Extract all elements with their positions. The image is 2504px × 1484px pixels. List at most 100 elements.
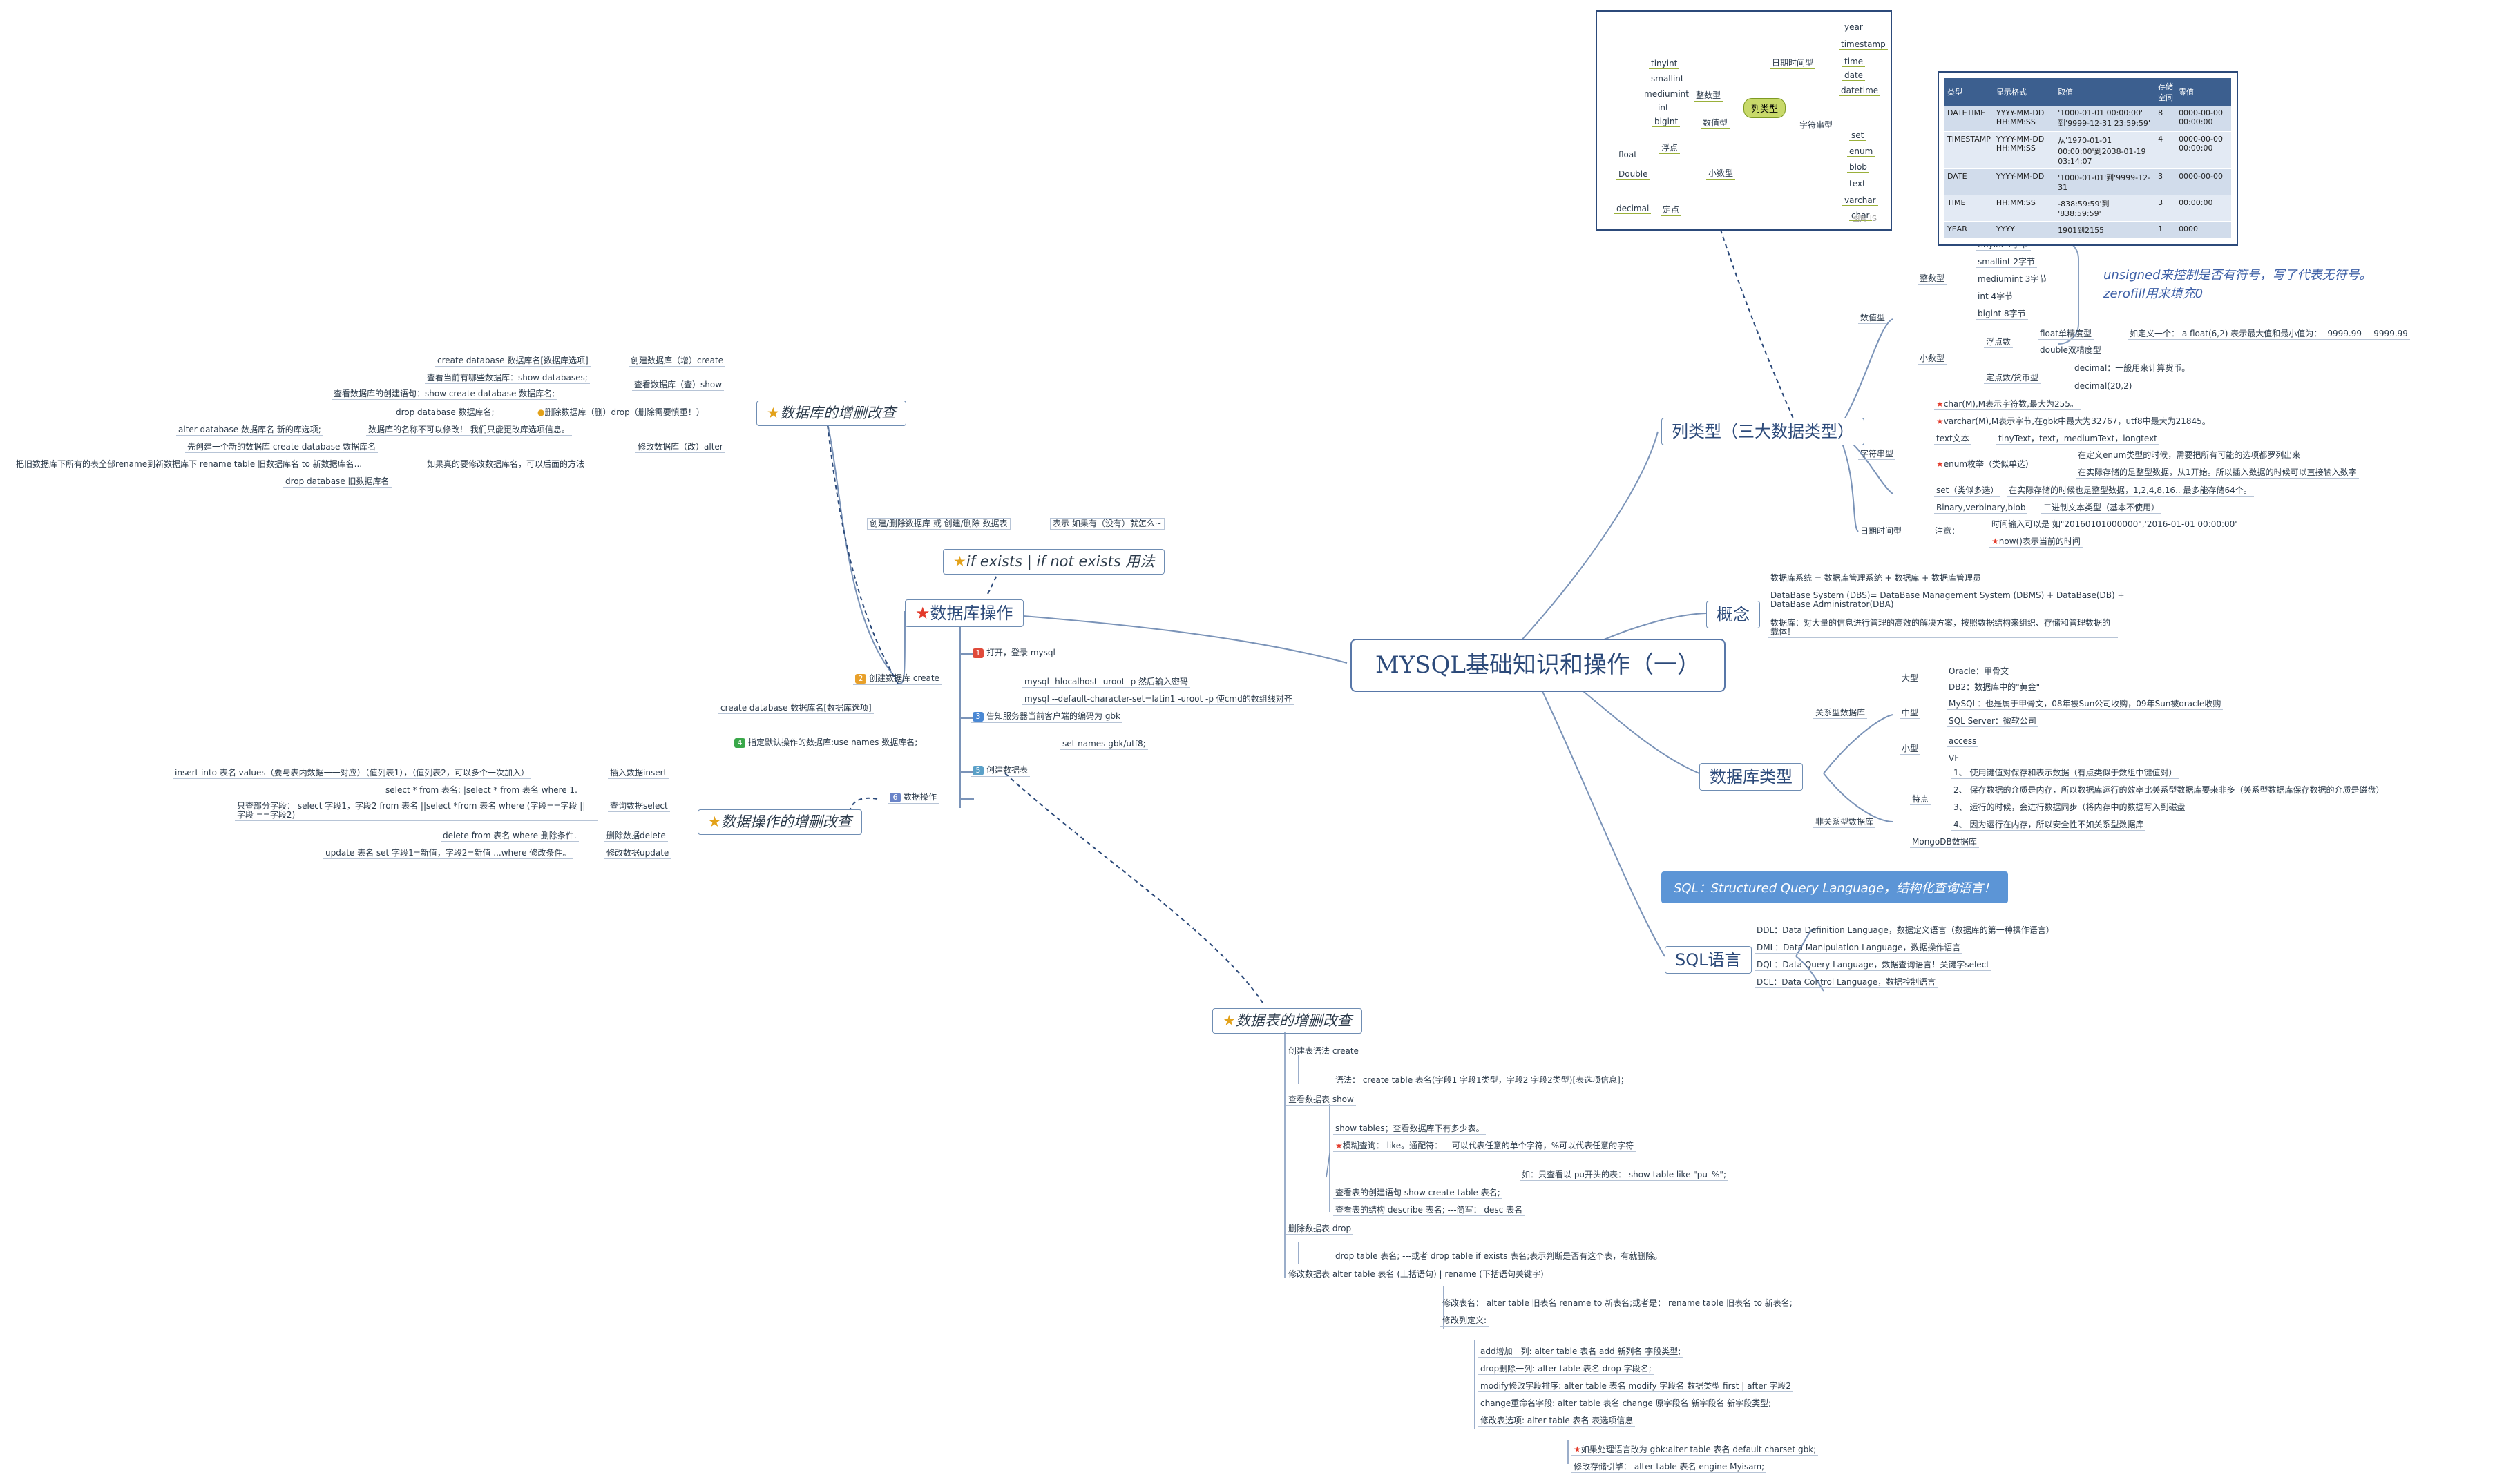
table-cell: YEAR [1944,221,1994,239]
data-op[interactable]: 查询数据select [608,801,670,813]
concept-item: 数据库系统 = 数据库管理系统 + 数据库 + 数据库管理员 [1768,573,1984,585]
fixed-item: decimal：一般用来计算货币。 [2072,363,2192,375]
thumb-label: timestamp [1839,39,1888,50]
table-cell: 1 [2155,221,2177,239]
table-cell: DATE [1944,168,1994,195]
table-header-cell: 存储空间 [2155,78,2177,106]
date-note: ★now()表示当前的时间 [1989,537,2083,548]
crud-op[interactable]: ●删除数据库（删）drop（删除需要慎重！） [535,407,707,419]
crud-op[interactable]: 查看数据库（查）show [632,380,725,392]
table-header-cell: 类型 [1944,78,1994,106]
data-op[interactable]: 插入数据insert [608,768,669,780]
thumb-label: datetime [1839,86,1881,96]
sql-item: DCL：Data Control Language，数据控制语言 [1755,977,1938,989]
ifexists-item: 表示 如果有（没有）就怎么~ [1050,518,1165,530]
table-cell: '1000-01-01 00:00:00' 到'9999-12-31 23:59… [2055,106,2156,132]
table-cell: 0000-00-00 [2176,168,2231,195]
sql-item: DML：Data Manipulation Language，数据操作语言 [1755,943,1963,954]
crud-detail: drop database 旧数据库名 [283,476,392,488]
label-big: 大型 [1900,673,1921,685]
thumb-label: mediumint [1642,89,1691,99]
table-header-cell: 零值 [2176,78,2231,106]
data-detail: select * from 表名; |select * from 表名 wher… [383,785,580,797]
topic-concept[interactable]: 概念 [1706,601,1760,629]
crud-detail: create database 数据库名[数据库选项] [435,356,591,367]
topic-if-exists[interactable]: ★if exists | if not exists 用法 [943,549,1165,575]
table-item[interactable]: 创建表语法 create [1286,1046,1361,1058]
label-decimal-type: 小数型 [1918,354,1947,365]
topic-db-crud[interactable]: ★数据库的增删改查 [756,401,906,427]
data-op[interactable]: 删除数据delete [604,831,668,842]
table-item: 修改表名： alter table 旧表名 rename to 新表名;或者是：… [1440,1298,1795,1310]
table-cell: 0000-00-00 00:00:00 [2176,131,2231,169]
concept-item: DataBase System (DBS)= DataBase Manageme… [1768,590,2132,611]
enum-note: 在实际存储的是整型数据，从1开始。所以插入数据的时候可以直接输入数字 [2076,468,2359,479]
enum-note: 在定义enum类型的时候，需要把所有可能的选项都罗列出来 [2076,450,2303,462]
float-item: float单精度型 [2038,329,2094,340]
table-item[interactable]: 查看数据表 show [1286,1095,1356,1106]
small-item: access [1947,736,1979,748]
topic-db-operations[interactable]: ★数据库操作 [905,599,1024,628]
root-topic[interactable]: MYSQL基础知识和操作（一） [1350,639,1726,693]
sql-item: DDL：Data Definition Language，数据定义语言（数据库的… [1755,925,2056,937]
table-cell: 00:00:00 [2176,195,2231,222]
blob-note: 二进制文本类型（基本不使用） [2041,503,2162,514]
fixed-item: decimal(20,2) [2072,381,2134,393]
label-float: 浮点数 [1984,337,2014,349]
int-item: bigint 8字节 [1976,309,2028,320]
concept-item: 数据库：对大量的信息进行管理的高效的解决方案，按照数据结构来组织、存储和管理数据… [1768,618,2118,639]
feature-item: 2、 保存数据的介质是内存，所以数据库运行的效率比关系型数据库要来非多（关系型数… [1951,785,2387,797]
string-item: ★varchar(M),M表示字节,在gbk中最大为32767，utf8中最大为… [1934,416,2212,428]
data-detail: 只查部分字段： select 字段1，字段2 from 表名 ||select … [235,801,598,822]
login-note: mysql -hlocalhost -uroot -p 然后输入密码 [1022,677,1190,688]
topic-sql[interactable]: SQL语言 [1665,946,1752,974]
table-cell: 4 [2155,131,2177,169]
date-note-label: 注意： [1933,526,1962,538]
topic-data-crud[interactable]: ★数据操作的增删改查 [698,809,862,836]
label-string: 字符串型 [1858,449,1896,461]
create-note: create database 数据库名[数据库选项] [718,703,874,715]
crud-detail: 查看数据库的创建语句：show create database 数据库名; [332,389,557,401]
data-op[interactable]: 修改数据update [604,848,671,860]
thumb-label: smallint [1649,74,1686,84]
table-item[interactable]: 修改数据表 alter table 表名 (上括语句) | rename (下括… [1286,1269,1546,1281]
table-cell: 0000-00-00 00:00:00 [2176,106,2231,132]
topic-table-crud[interactable]: ★数据表的增删改查 [1212,1008,1362,1034]
label-integer: 整数型 [1918,273,1947,285]
data-detail: insert into 表名 values（要与表内数据一一对应）（值列表1），… [173,768,531,780]
thumb-label: 小数型 [1706,167,1736,180]
big-item: DB2：数据库中的"黄金" [1947,682,2043,694]
gbk-note: set names gbk/utf8; [1060,739,1148,751]
label-mid: 中型 [1900,708,1921,720]
crud-op[interactable]: 修改数据库（改）alter [635,442,725,454]
crud-op[interactable]: 创建数据库（增）create [629,356,726,367]
table-cell: YYYY-MM-DD [1993,168,2056,195]
label-nonrel: 非关系型数据库 [1813,817,1876,829]
topic-column-types[interactable]: 列类型（三大数据类型） [1661,418,1864,446]
data-detail: update 表名 set 字段1=新值，字段2=新值 ...where 修改条… [323,848,573,860]
thumb-label: tinyint [1649,59,1680,69]
table-cell: TIMESTAMP [1944,131,1994,169]
sql-callout: SQL：Structured Query Language，结构化查询语言！ [1661,871,2009,903]
data-detail: delete from 表名 where 删除条件. [441,831,579,842]
string-item: ★enum枚举（类似单选） [1934,459,2036,471]
float-item: double双精度型 [2038,345,2103,357]
feature-item: 3、 运行的时候，会进行数据同步（将内存中的数据写入到磁盘 [1951,802,2188,814]
table-item: ★如果处理语言改为 gbk:alter table 表名 default cha… [1571,1445,1819,1456]
table-item: 修改存储引擎： alter table 表名 engine Myisam; [1571,1462,1767,1474]
table-item[interactable]: 删除数据表 drop [1286,1224,1354,1235]
topic-db-types[interactable]: 数据库类型 [1699,763,1803,791]
date-note: 时间输入可以是 如"20160101000000",'2016-01-01 00… [1989,519,2239,531]
